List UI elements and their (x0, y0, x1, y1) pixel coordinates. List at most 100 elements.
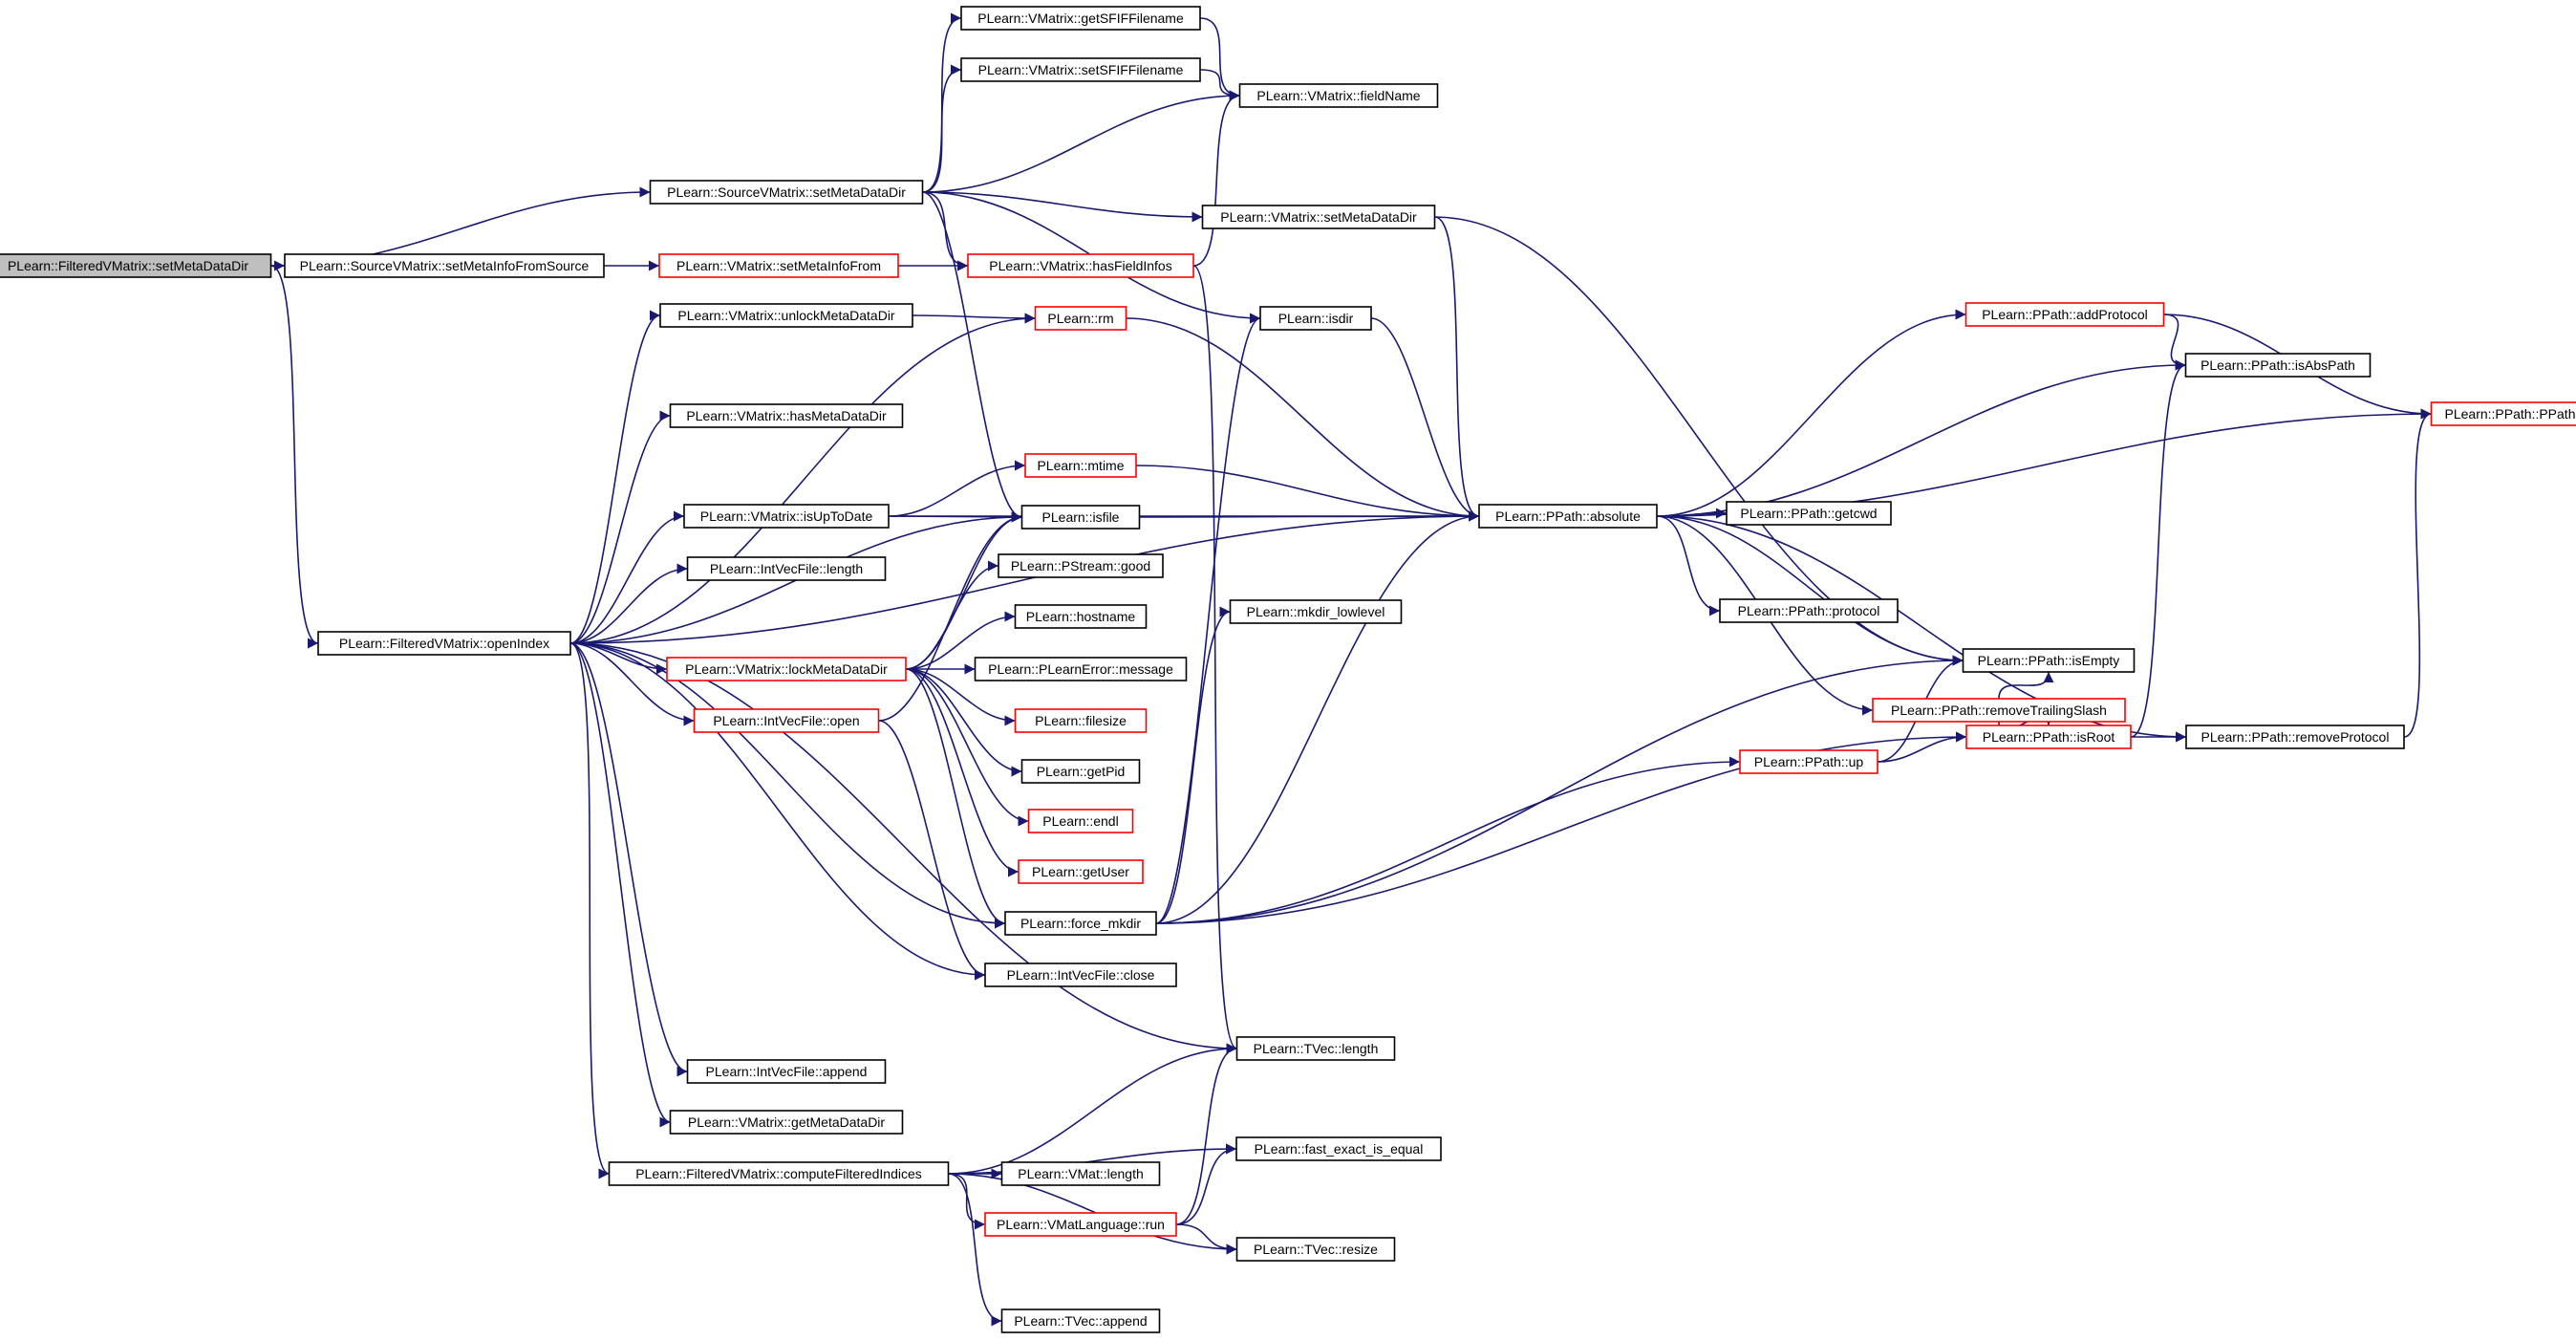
edge-n3-to-n23 (569, 642, 695, 726)
edge-n3-to-n13 (569, 410, 671, 644)
node-box (284, 253, 605, 278)
node-label: PLearn::IntVecFile::open (713, 713, 859, 728)
edge-n28-to-n47 (1155, 756, 1741, 924)
node-plearn-mtime[interactable]: PLearn::mtime (1024, 453, 1137, 478)
node-box (1235, 1036, 1396, 1061)
node-label: PLearn::hostname (1026, 609, 1136, 624)
node-plearn-vmat-length[interactable]: PLearn::VMat::length (1000, 1161, 1161, 1186)
node-box (2430, 401, 2576, 426)
node-box (317, 631, 571, 656)
node-plearn-force-mkdir[interactable]: PLearn::force_mkdir (1004, 911, 1157, 936)
node-plearn-endl[interactable]: PLearn::endl (1027, 809, 1134, 833)
node-plearn-ppath-addprotocol[interactable]: PLearn::PPath::addProtocol (1964, 302, 2165, 327)
node-plearn-tvec-resize[interactable]: PLearn::TVec::resize (1235, 1237, 1396, 1262)
node-plearn-vmatrix-unlockmetadatadir[interactable]: PLearn::VMatrix::unlockMetaDataDir (659, 303, 913, 328)
node-plearn-mkdir-lowlevel[interactable]: PLearn::mkdir_lowlevel (1229, 599, 1403, 624)
node-plearn-filteredvmatrix-openindex[interactable]: PLearn::FilteredVMatrix::openIndex (317, 631, 571, 656)
node-plearn-intvecfile-length[interactable]: PLearn::IntVecFile::length (686, 556, 887, 581)
node-plearn-ppath-isempty[interactable]: PLearn::PPath::isEmpty (1962, 648, 2136, 673)
node-plearn-ppath-isabspath[interactable]: PLearn::PPath::isAbsPath (2184, 353, 2372, 378)
node-box (1965, 725, 2132, 749)
node-label: PLearn::TVec::length (1254, 1041, 1379, 1056)
node-plearn-intvecfile-open[interactable]: PLearn::IntVecFile::open (693, 708, 880, 733)
node-plearn-vmatrix-setsfiffilename[interactable]: PLearn::VMatrix::setSFIFFilename (960, 57, 1201, 82)
node-plearn-vmatrix-getmetadatadir[interactable]: PLearn::VMatrix::getMetaDataDir (669, 1110, 904, 1135)
node-plearn-ppath-removetrailingslash[interactable]: PLearn::PPath::removeTrailingSlash (1872, 698, 2126, 723)
node-plearn-ppath-isroot[interactable]: PLearn::PPath::isRoot (1965, 725, 2132, 749)
node-plearn-vmatrix-setmetainfofrom[interactable]: PLearn::VMatrix::setMetaInfoFrom (658, 253, 899, 278)
node-label: PLearn::VMatrix::setMetaInfoFrom (676, 258, 881, 273)
node-plearn-filteredvmatrix-computefilteredindices[interactable]: PLearn::FilteredVMatrix::computeFiltered… (608, 1161, 950, 1186)
node-plearn-sourcevmatrix-setmetadatadir[interactable]: PLearn::SourceVMatrix::setMetaDataDir (649, 180, 924, 205)
node-box (1000, 1309, 1161, 1333)
node-label: PLearn::VMatLanguage::run (997, 1217, 1165, 1232)
node-plearn-tvec-length[interactable]: PLearn::TVec::length (1235, 1036, 1396, 1061)
node-plearn-ppath-ppath[interactable]: PLearn::PPath::PPath (2430, 401, 2576, 426)
node-plearn-getuser[interactable]: PLearn::getUser (1018, 859, 1144, 884)
node-box (649, 180, 924, 205)
edge-n3-to-n10 (569, 310, 661, 644)
node-box (1024, 453, 1137, 478)
node-plearn-ppath-getcwd[interactable]: PLearn::PPath::getcwd (1726, 501, 1892, 526)
node-box (659, 303, 913, 328)
node-plearn-sourcevmatrix-setmetainfofromsource[interactable]: PLearn::SourceVMatrix::setMetaInfoFromSo… (284, 253, 605, 278)
node-plearn-intvecfile-close[interactable]: PLearn::IntVecFile::close (984, 962, 1177, 987)
node-plearn-vmatrix-getsfiffilename[interactable]: PLearn::VMatrix::getSFIFFilename (960, 6, 1201, 31)
node-plearn-pstream-good[interactable]: PLearn::PStream::good (998, 553, 1164, 578)
node-label: PLearn::force_mkdir (1020, 916, 1141, 931)
node-plearn-vmatrix-isuptodate[interactable]: PLearn::VMatrix::isUpToDate (683, 504, 890, 529)
node-plearn-ppath-absolute[interactable]: PLearn::PPath::absolute (1478, 504, 1658, 529)
node-label: PLearn::PPath::addProtocol (1982, 307, 2148, 322)
node-box (683, 504, 890, 529)
node-plearn-getpid[interactable]: PLearn::getPid (1020, 759, 1141, 784)
node-box (1020, 505, 1141, 530)
node-label: PLearn::VMatrix::hasMetaDataDir (686, 408, 887, 423)
edge-n3-to-n34 (569, 642, 610, 1179)
edge-n7-to-n45 (1434, 216, 1964, 666)
node-plearn-vmatrix-setmetadatadir[interactable]: PLearn::VMatrix::setMetaDataDir (1201, 205, 1436, 229)
node-plearn-ppath-protocol[interactable]: PLearn::PPath::protocol (1719, 598, 1899, 623)
node-plearn-ppath-removeprotocol[interactable]: PLearn::PPath::removeProtocol (2185, 725, 2405, 749)
node-plearn-isdir[interactable]: PLearn::isdir (1259, 306, 1372, 331)
node-box (984, 962, 1177, 987)
node-label: PLearn::PPath::isAbsPath (2200, 357, 2355, 373)
node-plearn-rm[interactable]: PLearn::rm (1034, 306, 1127, 331)
node-plearn-vmatrix-hasmetadatadir[interactable]: PLearn::VMatrix::hasMetaDataDir (669, 403, 904, 428)
node-box (1018, 859, 1144, 884)
edge-n3-to-n32 (569, 642, 688, 1077)
node-plearn-vmatlanguage-run[interactable]: PLearn::VMatLanguage::run (984, 1212, 1177, 1237)
node-box (669, 403, 904, 428)
node-plearn-filteredvmatrix-setmetadatadir[interactable]: PLearn::FilteredVMatrix::setMetaDataDir (0, 253, 272, 278)
edge-n3-to-n33 (569, 642, 671, 1128)
node-label: PLearn::VMatrix::lockMetaDataDir (685, 661, 888, 677)
node-plearn-vmatrix-lockmetadatadir[interactable]: PLearn::VMatrix::lockMetaDataDir (666, 657, 907, 681)
edge-n21-to-n20 (905, 611, 1016, 670)
node-plearn-vmatrix-hasfieldinfos[interactable]: PLearn::VMatrix::hasFieldInfos (967, 253, 1194, 278)
node-plearn-tvec-append[interactable]: PLearn::TVec::append (1000, 1309, 1161, 1333)
node-box (2185, 725, 2405, 749)
node-box (967, 253, 1194, 278)
edge-n17-to-n45 (1656, 515, 1964, 666)
node-plearn-ppath-up[interactable]: PLearn::PPath::up (1739, 749, 1878, 774)
node-box (1964, 302, 2165, 327)
edge-n5-to-n6 (1199, 69, 1240, 101)
node-plearn-plearnerror-message[interactable]: PLearn::PLearnError::message (974, 657, 1188, 681)
node-label: PLearn::endl (1042, 813, 1118, 829)
node-plearn-intvecfile-append[interactable]: PLearn::IntVecFile::append (686, 1059, 887, 1084)
edge-n7-to-n17 (1434, 216, 1480, 522)
node-label: PLearn::filesize (1035, 713, 1127, 728)
node-plearn-vmatrix-fieldname[interactable]: PLearn::VMatrix::fieldName (1238, 83, 1439, 108)
node-plearn-fast-exact-is-equal[interactable]: PLearn::fast_exact_is_equal (1235, 1136, 1442, 1161)
edge-n17-to-n40 (1656, 309, 1966, 517)
edge-n49-to-n42 (2403, 408, 2432, 738)
node-plearn-hostname[interactable]: PLearn::hostname (1014, 604, 1148, 629)
node-box (686, 1059, 887, 1084)
node-plearn-isfile[interactable]: PLearn::isfile (1020, 505, 1141, 530)
edge-layer (270, 12, 2432, 1327)
node-label: PLearn::fast_exact_is_equal (1255, 1141, 1424, 1157)
node-box (669, 1110, 904, 1135)
node-plearn-filesize[interactable]: PLearn::filesize (1014, 708, 1148, 733)
edge-n9-to-n31 (1192, 265, 1237, 1054)
node-box (1034, 306, 1127, 331)
node-label: PLearn::SourceVMatrix::setMetaInfoFromSo… (300, 258, 590, 273)
